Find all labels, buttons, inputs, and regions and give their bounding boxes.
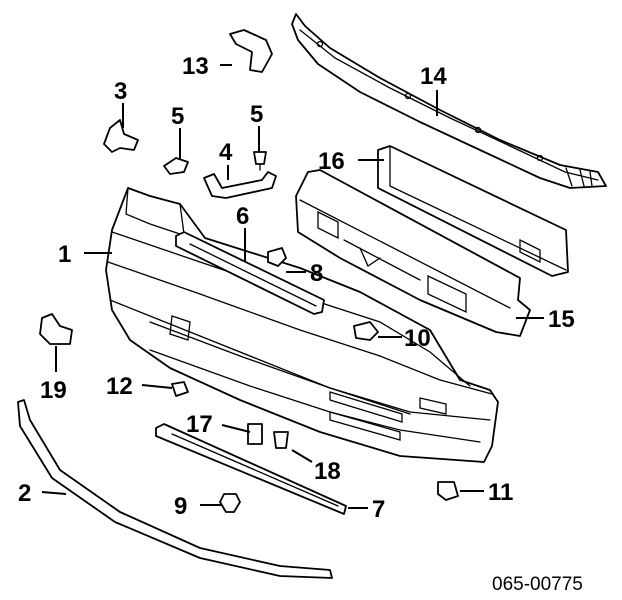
part-19-sensor bbox=[39, 313, 73, 345]
callout-6: 6 bbox=[236, 203, 249, 230]
part-5b-clip bbox=[253, 151, 267, 171]
part-4-bracket bbox=[203, 171, 277, 199]
part-5a-clip bbox=[163, 157, 189, 175]
part-9-fastener bbox=[219, 493, 241, 513]
callout-3: 3 bbox=[114, 78, 127, 105]
part-8-clip bbox=[267, 247, 287, 267]
callout-15: 15 bbox=[548, 306, 575, 333]
callout-12: 12 bbox=[106, 373, 133, 400]
callout-4: 4 bbox=[219, 139, 233, 166]
part-10-clip bbox=[353, 321, 379, 341]
callout-5-right: 5 bbox=[250, 101, 263, 128]
callout-17: 17 bbox=[186, 411, 213, 438]
callout-16: 16 bbox=[318, 148, 345, 175]
callout-18: 18 bbox=[314, 458, 341, 485]
part-18-clip bbox=[273, 431, 289, 449]
callout-11: 11 bbox=[488, 479, 513, 506]
callout-1: 1 bbox=[58, 241, 71, 268]
part-16-absorber bbox=[377, 145, 569, 277]
callout-7: 7 bbox=[372, 496, 385, 523]
callout-8: 8 bbox=[310, 260, 323, 287]
callout-2: 2 bbox=[18, 480, 31, 507]
part-2-molding bbox=[17, 399, 333, 579]
leader-lines bbox=[41, 64, 544, 509]
callout-labels: 1 2 3 4 5 5 6 7 8 9 10 11 12 13 14 15 16… bbox=[18, 53, 575, 523]
callout-5-left: 5 bbox=[171, 103, 184, 130]
part-14-reinforcement bbox=[291, 13, 607, 189]
part-17-clip bbox=[247, 423, 263, 445]
part-11-clip bbox=[437, 481, 459, 501]
part-13-bracket bbox=[229, 29, 273, 73]
part-15-bumper-beam bbox=[295, 169, 531, 337]
callout-19: 19 bbox=[40, 377, 67, 404]
part-3-bracket bbox=[103, 119, 139, 153]
drawing-code: 065-00775 bbox=[492, 574, 583, 595]
callout-9: 9 bbox=[174, 493, 187, 520]
callout-10: 10 bbox=[404, 325, 431, 352]
part-12-clip bbox=[171, 381, 189, 397]
part-7-lower-retainer bbox=[155, 423, 347, 515]
callout-13: 13 bbox=[182, 53, 209, 80]
part-6-retainer bbox=[175, 231, 325, 315]
callout-14: 14 bbox=[420, 63, 447, 90]
